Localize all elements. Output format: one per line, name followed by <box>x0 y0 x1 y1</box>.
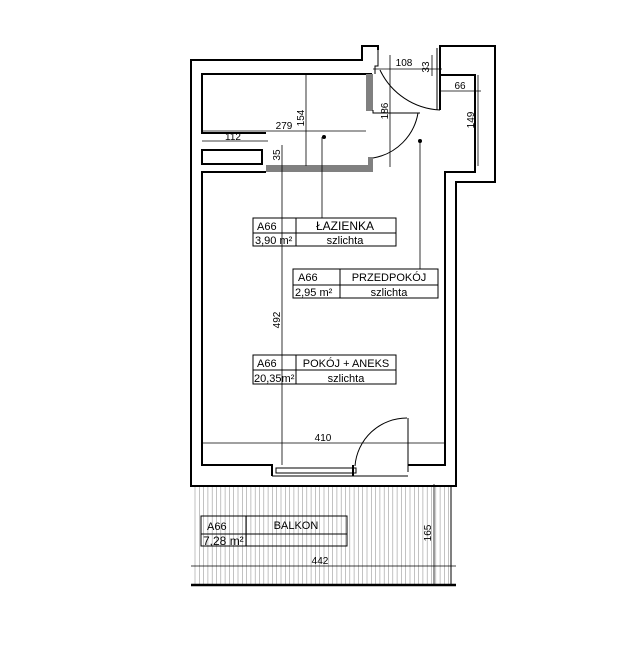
svg-text:A66: A66 <box>257 358 277 370</box>
dim-149: 149 <box>466 111 477 128</box>
room-label-balkon: A66 BALKON 7,28 m² <box>200 515 348 548</box>
room-label-lazienka: A66 ŁAZIENKA 3,90 m² szlichta <box>252 217 397 247</box>
svg-text:A66: A66 <box>207 521 227 533</box>
window <box>275 467 357 474</box>
dim-492: 492 <box>272 311 283 328</box>
partition-wall <box>266 165 373 172</box>
inner-wall-room <box>201 171 273 476</box>
dim-186: 186 <box>380 102 391 119</box>
svg-text:PRZEDPOKÓJ: PRZEDPOKÓJ <box>352 271 427 284</box>
dim-108: 108 <box>396 58 413 69</box>
dim-35: 35 <box>272 149 283 161</box>
svg-text:7,28 m²: 7,28 m² <box>203 534 244 548</box>
dim-442: 442 <box>312 556 329 567</box>
svg-text:3,90 m²: 3,90 m² <box>255 235 293 247</box>
dim-410: 410 <box>315 433 332 444</box>
room-door-swing <box>354 417 408 467</box>
svg-text:szlichta: szlichta <box>371 287 409 299</box>
balcony-hatch <box>194 487 450 584</box>
svg-text:ŁAZIENKA: ŁAZIENKA <box>316 219 374 233</box>
bathroom-door-swing <box>372 112 419 159</box>
dim-279: 279 <box>276 121 293 132</box>
partition-wall <box>366 74 373 111</box>
closet <box>201 149 263 165</box>
dimension-lines <box>191 55 481 585</box>
inner-wall-room-right <box>408 74 476 466</box>
dim-33: 33 <box>421 61 432 73</box>
dim-165: 165 <box>423 524 434 541</box>
dim-66: 66 <box>454 81 466 92</box>
dim-112: 112 <box>225 132 241 143</box>
room-label-pokoj: A66 POKÓJ + ANEKS 20,35m² szlichta <box>252 354 397 385</box>
svg-text:szlichta: szlichta <box>328 373 366 385</box>
svg-text:BALKON: BALKON <box>274 520 319 532</box>
room-label-przedpokoj: A66 PRZEDPOKÓJ 2,95 m² szlichta <box>292 268 439 299</box>
svg-text:A66: A66 <box>298 272 318 284</box>
dim-154: 154 <box>296 109 307 126</box>
svg-text:POKÓJ + ANEKS: POKÓJ + ANEKS <box>303 357 390 370</box>
entry-door-swing <box>379 69 441 111</box>
svg-text:2,95 m²: 2,95 m² <box>295 287 333 299</box>
inner-wall-bathroom <box>201 73 372 134</box>
outer-wall <box>190 45 496 487</box>
svg-text:szlichta: szlichta <box>327 235 365 247</box>
svg-text:20,35m²: 20,35m² <box>254 373 295 385</box>
svg-text:A66: A66 <box>257 221 277 233</box>
